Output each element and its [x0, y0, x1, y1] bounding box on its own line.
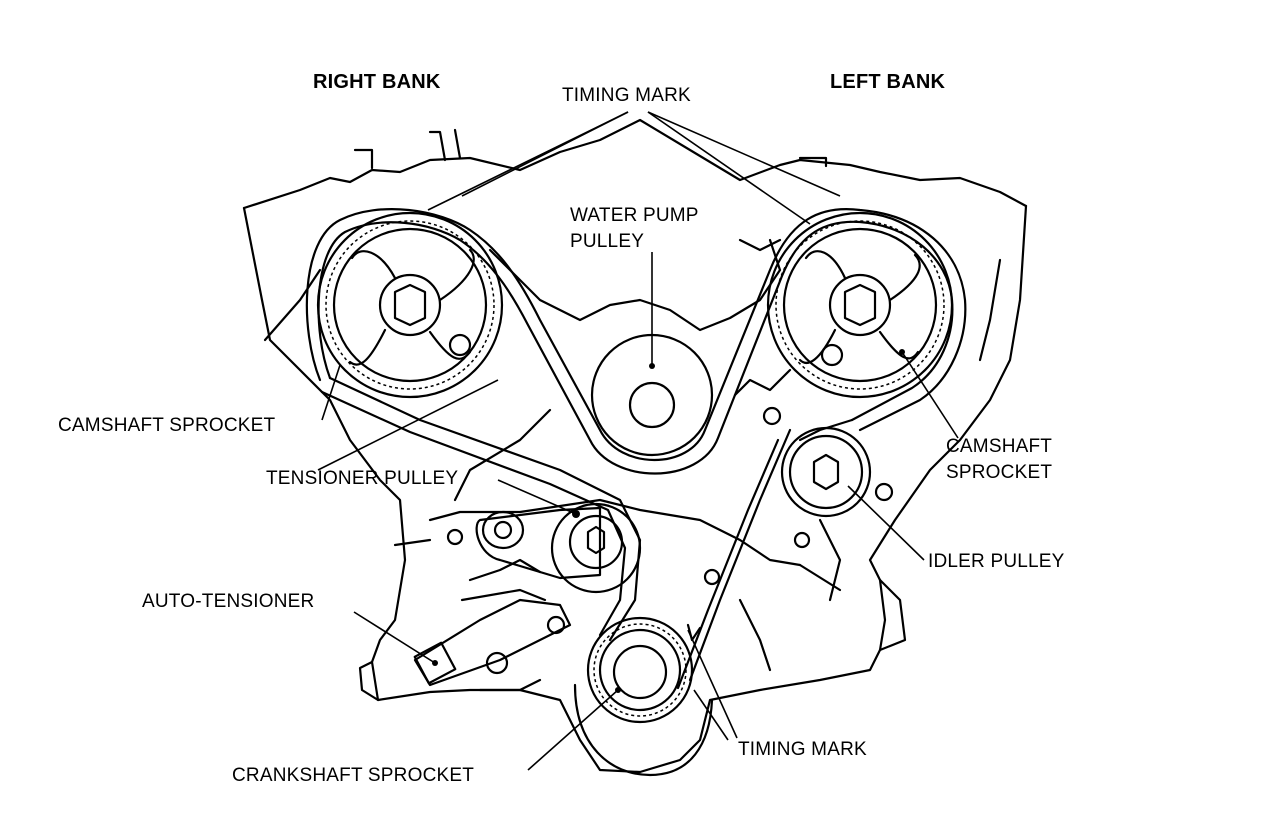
auto-tensioner — [413, 558, 572, 692]
camshaft-sprocket-left-label: CAMSHAFT SPROCKET — [58, 415, 276, 436]
idler-pulley-label: IDLER PULLEY — [928, 551, 1065, 572]
crankshaft-sprocket — [573, 616, 714, 777]
tensioner-pulley — [446, 502, 721, 594]
engine-block-outline — [242, 118, 1028, 774]
timing-mark-top-label: TIMING MARK — [562, 85, 691, 106]
right-bank-label: RIGHT BANK — [313, 71, 441, 93]
timing-belt — [305, 208, 967, 690]
crankshaft-sprocket-label: CRANKSHAFT SPROCKET — [232, 765, 475, 786]
camshaft-sprocket-right-label: CAMSHAFT SPROCKET — [946, 436, 1053, 483]
timing-mark-bottom-label: TIMING MARK — [738, 739, 867, 760]
left-bank-label: LEFT BANK — [830, 71, 946, 93]
camshaft-sprocket-left-bank — [766, 211, 954, 399]
idler-pulley — [762, 406, 894, 549]
camshaft-sprocket-right-bank — [316, 211, 504, 399]
water-pump-pulley-label: WATER PUMP PULLEY — [570, 205, 699, 252]
leader-lines — [317, 111, 959, 771]
auto-tensioner-label: AUTO-TENSIONER — [142, 591, 315, 612]
tensioner-pulley-label: TENSIONER PULLEY — [266, 468, 459, 489]
